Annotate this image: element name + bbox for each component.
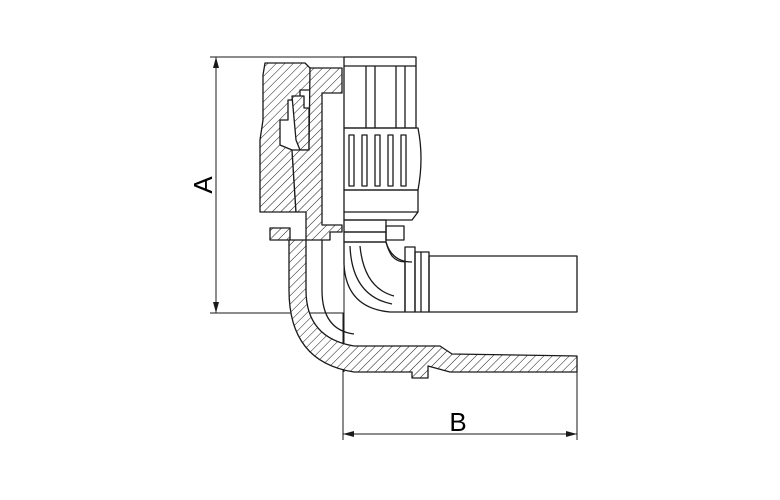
knurled-collar [343, 127, 422, 191]
dimension-b: B [342, 313, 578, 440]
pipe-spigot [428, 255, 578, 313]
collar-rib-4 [387, 134, 394, 187]
elbow-inner-curve [385, 241, 413, 263]
dimension-a: A [188, 56, 344, 314]
collar-rib-5 [400, 134, 407, 187]
collar-rib-3 [374, 134, 381, 187]
elbow-bore-line [321, 240, 355, 335]
lower-body [343, 189, 419, 221]
seal-ring-section [269, 227, 291, 241]
dimension-a-arrow-bottom [213, 302, 219, 313]
collar-rib-2 [361, 134, 368, 187]
o-ring-exterior [385, 225, 405, 241]
neck-lower [343, 231, 387, 243]
sleeve-section [291, 95, 310, 151]
collar-rib-1 [348, 134, 355, 187]
outlet-collar [404, 246, 416, 313]
elbow-contour-line-2 [359, 245, 395, 297]
outlet-ring [414, 251, 430, 313]
elbow-wall-section [288, 239, 578, 379]
section-view [259, 62, 578, 379]
elbow-contour-line-1 [349, 245, 393, 305]
dimension-b-label: B [449, 407, 466, 437]
body-shoulder-section [291, 67, 343, 241]
dimension-a-arrow-top [213, 57, 219, 68]
dimension-b-arrow-left [343, 431, 354, 437]
elbow-exterior [343, 241, 406, 313]
exterior-view [343, 56, 578, 313]
dimension-b-arrow-right [566, 431, 577, 437]
dimension-a-label: A [188, 176, 218, 194]
neck-upper [343, 219, 387, 233]
